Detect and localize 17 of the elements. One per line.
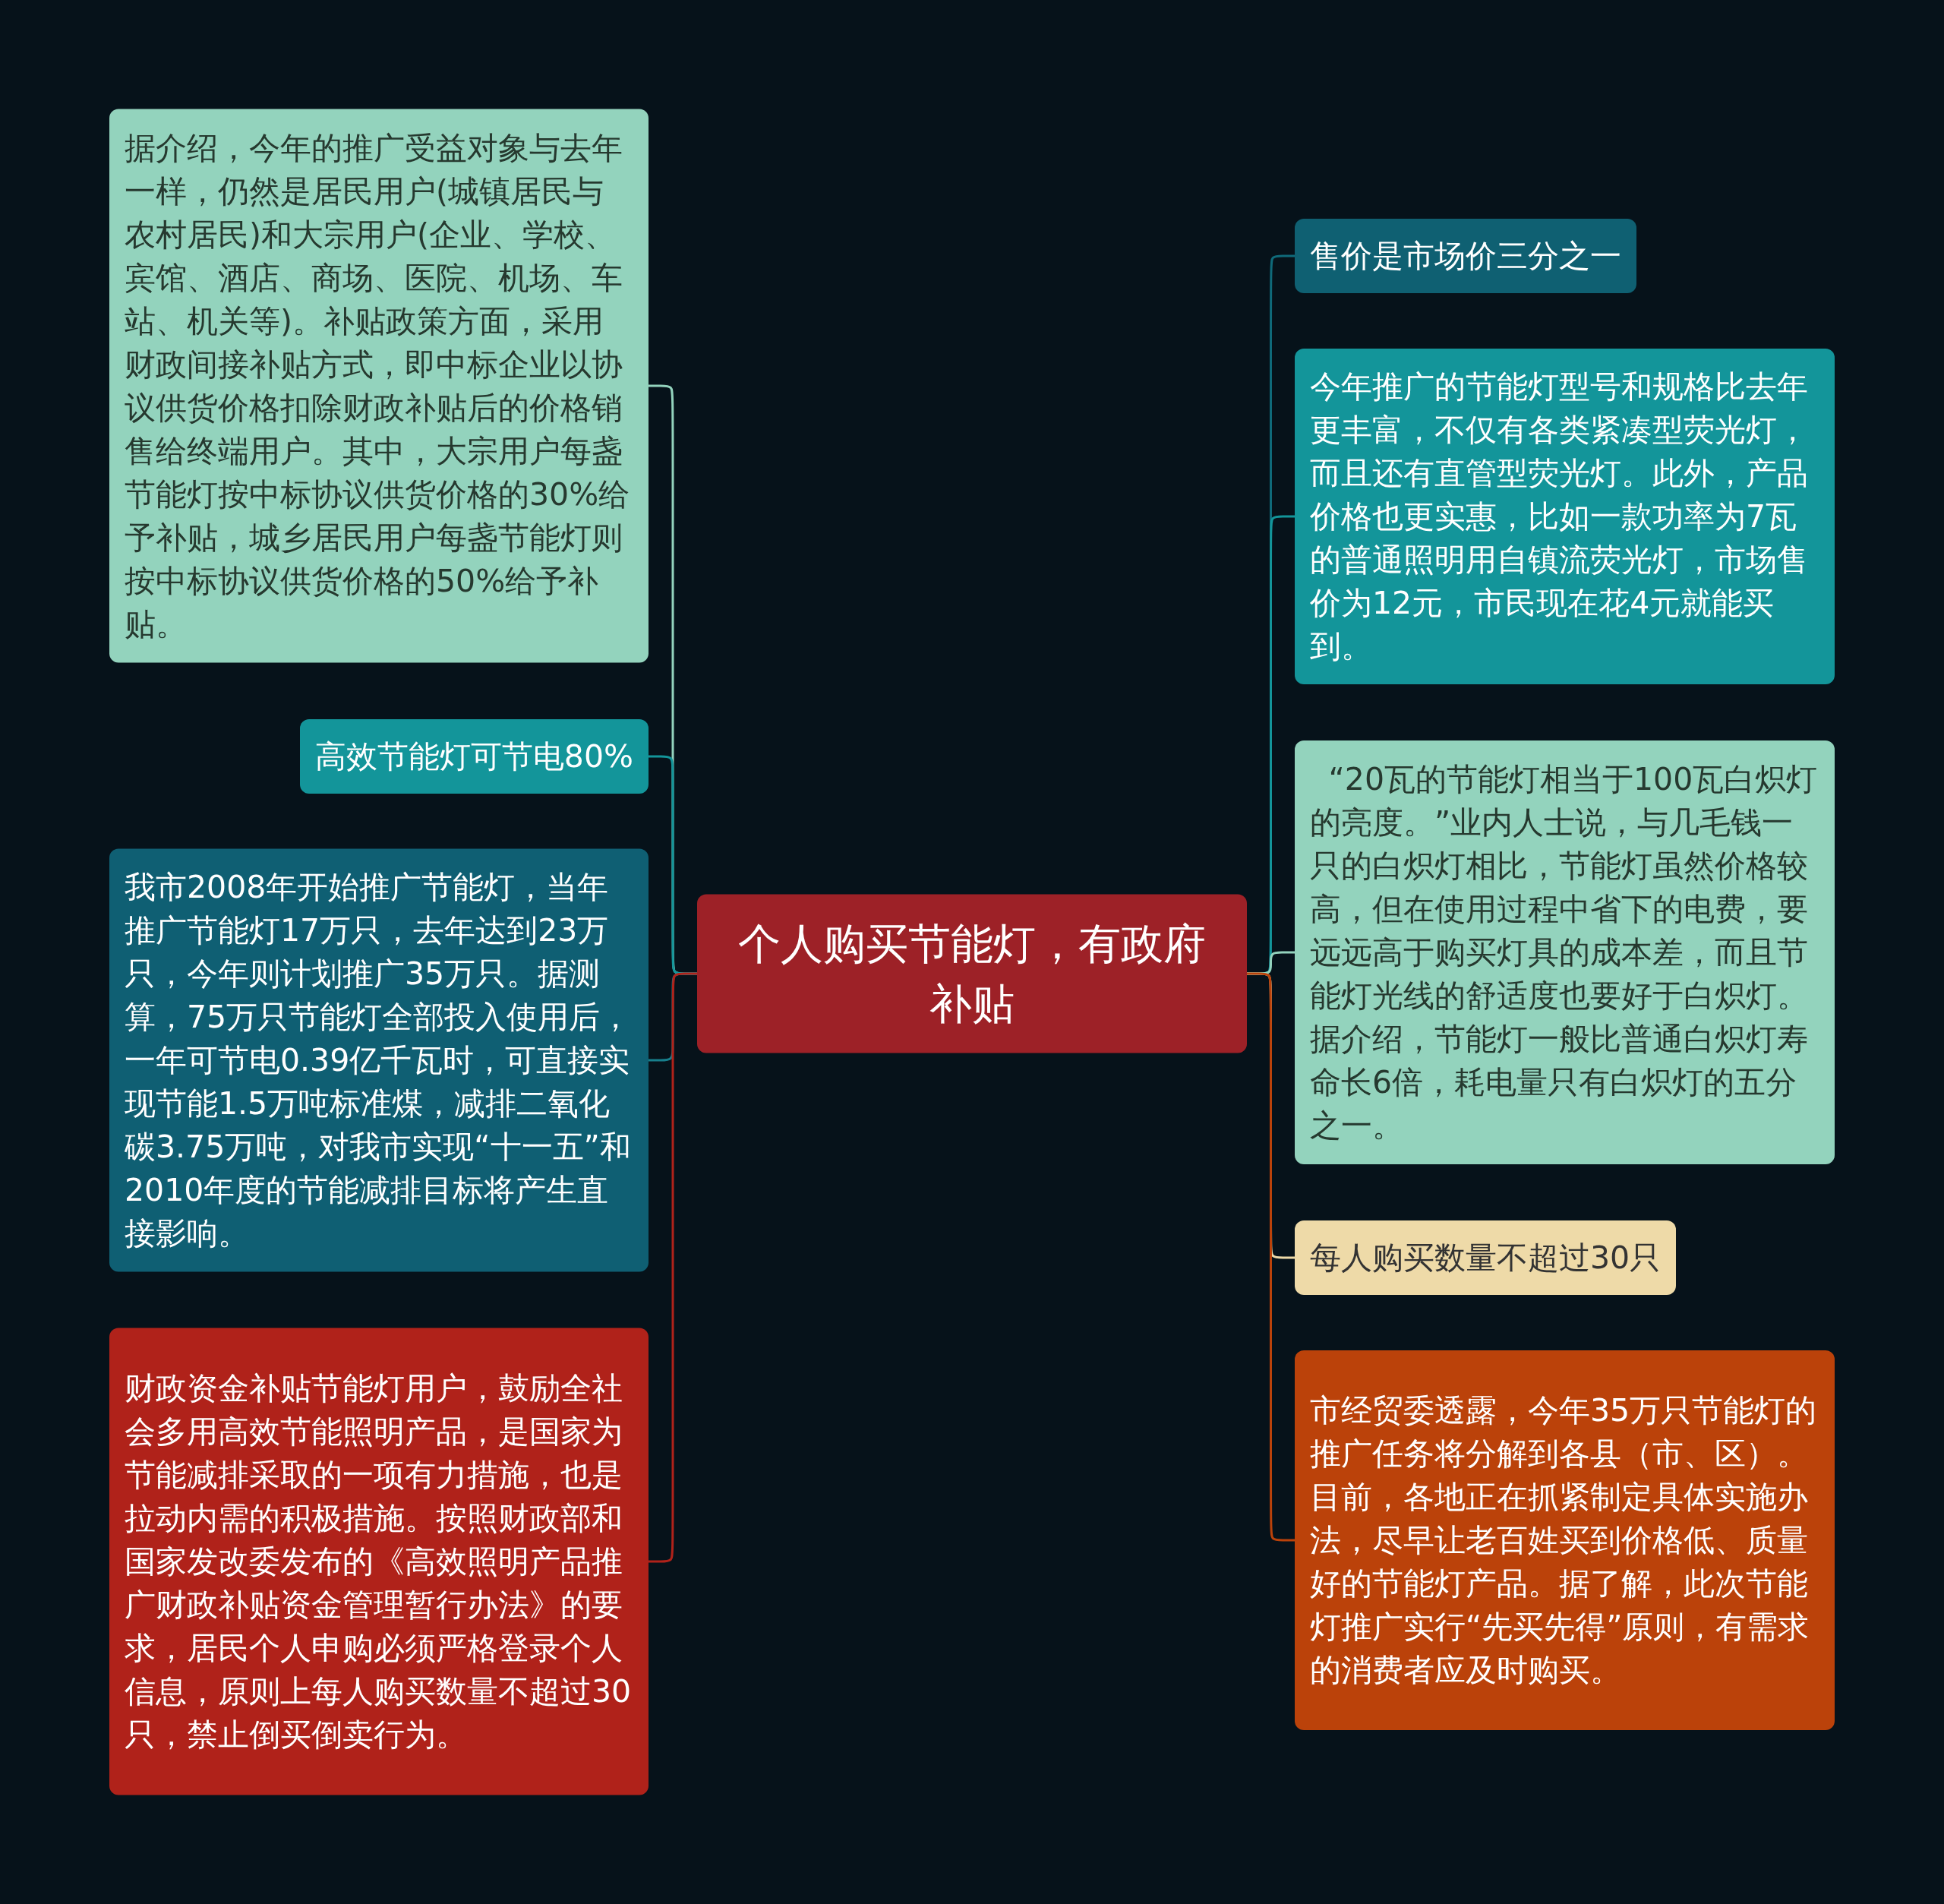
central-topic-box bbox=[697, 894, 1247, 1053]
topic-box bbox=[1295, 1220, 1677, 1295]
topic-text: 我市2008年开始推广节能灯，当年推广节能灯17万只，去年达到23万只，今年则计划推广35万只。据测算，75万只节能灯全部投入使用后，一年可节电0.39亿千瓦时，可直接实现节能1.5万吨标准煤，减排二氧化碳3.75万吨，对我市实现“十一五”和2010年度的节能减排目标将产生直接影响。 bbox=[125, 867, 633, 1253]
topic-box bbox=[1295, 349, 1835, 684]
central-topic-text: 个人购买节能灯，有政府补贴 bbox=[737, 917, 1207, 1029]
topic-text: 售价是市场价三分之一 bbox=[1310, 236, 1621, 276]
topic-text: 市经贸委透露，今年35万只节能灯的推广任务将分解到各县（市、区）。目前，各地正在抓紧制定具体实施办法，尽早让老百姓买到价格低、质量好的节能灯产品。据了解，此次节能灯推广实行“先买先得”原则，有需求的消费者应及时购买。 bbox=[1310, 1391, 1818, 1690]
topic-text: 高效节能灯可节电80% bbox=[314, 737, 633, 776]
topic-text: 今年推广的节能灯型号和规格比去年更丰富，不仅有各类紧凑型荧光灯，而且还有直管型荧光灯。此外，产品价格也更实惠，比如一款功率为7瓦的普通照明用自镇流荧光灯，市场售价为12元，市民现在花4元就能买到。 bbox=[1310, 367, 1809, 666]
topic-box bbox=[1295, 1350, 1835, 1730]
topic-text: 据介绍，今年的推广受益对象与去年一样，仍然是居民用户(城镇居民与农村居民)和大宗用户(企业、学校、宾馆、酒店、商场、医院、机场、车站、机关等)。补贴政策方面，采用财政间接补贴方式，即中标企业以协议供货价格扣除财政补贴后的价格销售给终端用户。其中，大宗用户每盏节能灯按中标协议供货价格的30%给予补贴，城乡居民用户每盏节能灯则按中标协议供货价格的50%给予补贴。 bbox=[125, 128, 631, 643]
topic-text: 财政资金补贴节能灯用户，鼓励全社会多用高效节能照明产品，是国家为节能减排采取的一项有力措施，也是拉动内需的积极措施。按照财政部和国家发改委发布的《高效照明产品推广财政补贴资金管理暂行办法》的要求，居民个人申购必须严格登录个人信息，原则上每人购买数量不超过30只，禁止倒买倒卖行为。 bbox=[125, 1369, 633, 1754]
topic-text: “20瓦的节能灯相当于100瓦白炽灯的亮度。”业内人士说，与几毛钱一只的白炽灯相比，节能灯虽然价格较高，但在使用过程中省下的电费，要远远高于购买灯具的成本差，而且节能灯光线的舒适度也要好于白炽灯。据介绍，节能灯一般比普通白炽灯寿命长6倍，耗电量只有白炽灯的五分之一。 bbox=[1310, 759, 1819, 1145]
topic-box bbox=[1295, 219, 1636, 293]
topic-box bbox=[109, 1328, 649, 1795]
topic-text: 每人购买数量不超过30只 bbox=[1310, 1238, 1662, 1277]
topic-box bbox=[299, 719, 649, 794]
